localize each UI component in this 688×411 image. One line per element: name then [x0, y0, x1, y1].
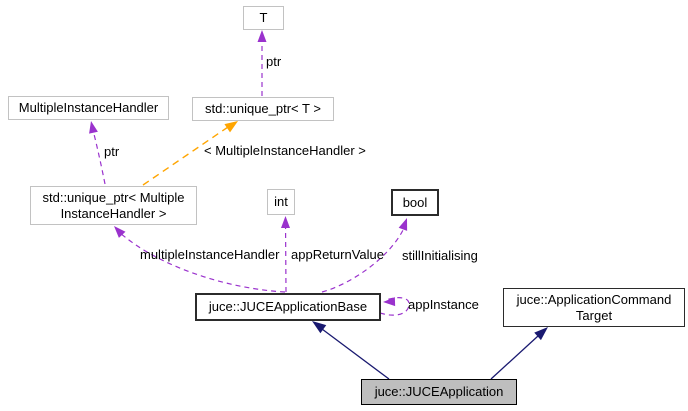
- node-juce-juceapplicationbase[interactable]: juce::JUCEApplicationBase: [195, 293, 381, 321]
- node-t-label: T: [259, 10, 268, 25]
- edge-inherit-application-base: [321, 328, 390, 380]
- node-int: int: [267, 189, 295, 215]
- node-std-unique-ptr-mih-line2: InstanceHandler >: [60, 205, 167, 221]
- edge-label-ptr-left: ptr: [104, 144, 120, 159]
- edge-self-app-instance: [379, 297, 410, 316]
- edge-member-app-return-value-arrowhead: [281, 216, 290, 228]
- node-multiple-instance-handler-label: MultipleInstanceHandler: [18, 100, 159, 115]
- edge-member-multiple-instance-handler-arrowhead: [114, 226, 126, 238]
- node-int-label: int: [274, 194, 288, 209]
- edge-member-multiple-instance-handler: [118, 231, 286, 293]
- node-bool: bool: [391, 189, 439, 216]
- edge-member-app-return-value: [284, 219, 287, 293]
- edge-inherit-command-target-arrowhead: [534, 327, 548, 341]
- edge-label-multiple-instance-handler: multipleInstanceHandler: [140, 247, 280, 262]
- edge-inherit-command-target: [490, 335, 539, 380]
- edge-label-still-initialising: stillInitialising: [402, 248, 478, 263]
- edge-label-template-args: < MultipleInstanceHandler >: [204, 143, 366, 158]
- edge-ptr-to-multiple-instance-handler-arrowhead: [89, 121, 98, 134]
- edge-inherit-application-base-arrowhead: [312, 321, 327, 334]
- node-std-unique-ptr-t: std::unique_ptr< T >: [192, 97, 334, 121]
- node-std-unique-ptr-multiple-instance-handler: std::unique_ptr< Multiple InstanceHandle…: [30, 186, 197, 225]
- node-juce-applicationcommandtarget[interactable]: juce::ApplicationCommand Target: [503, 288, 685, 327]
- node-juce-juceapplication-label: juce::JUCEApplication: [374, 384, 504, 399]
- node-bool-label: bool: [402, 194, 428, 210]
- edge-ptr-to-multiple-instance-handler: [92, 129, 106, 185]
- edge-ptr-to-t-arrowhead: [257, 30, 267, 42]
- edge-label-app-return-value: appReturnValue: [291, 247, 384, 262]
- edge-label-app-instance: appInstance: [408, 297, 479, 312]
- node-t: T: [243, 6, 284, 30]
- node-juce-applicationcommandtarget-line1: juce::ApplicationCommand: [516, 291, 672, 307]
- edge-member-still-initialising: [321, 222, 407, 293]
- edge-member-still-initialising-arrowhead: [398, 218, 408, 231]
- node-std-unique-ptr-mih-line1: std::unique_ptr< Multiple: [42, 189, 185, 205]
- edge-template-instantiation: [142, 126, 229, 186]
- node-std-unique-ptr-t-label: std::unique_ptr< T >: [205, 101, 321, 116]
- node-juce-applicationcommandtarget-line2: Target: [575, 307, 613, 323]
- edge-label-ptr-top: ptr: [266, 54, 282, 69]
- edge-self-app-instance-arrowhead: [383, 297, 396, 307]
- node-multiple-instance-handler: MultipleInstanceHandler: [8, 96, 169, 120]
- node-juce-juceapplicationbase-label: juce::JUCEApplicationBase: [208, 299, 368, 314]
- node-juce-juceapplication[interactable]: juce::JUCEApplication: [361, 379, 517, 405]
- edge-template-instantiation-arrowhead: [224, 121, 238, 133]
